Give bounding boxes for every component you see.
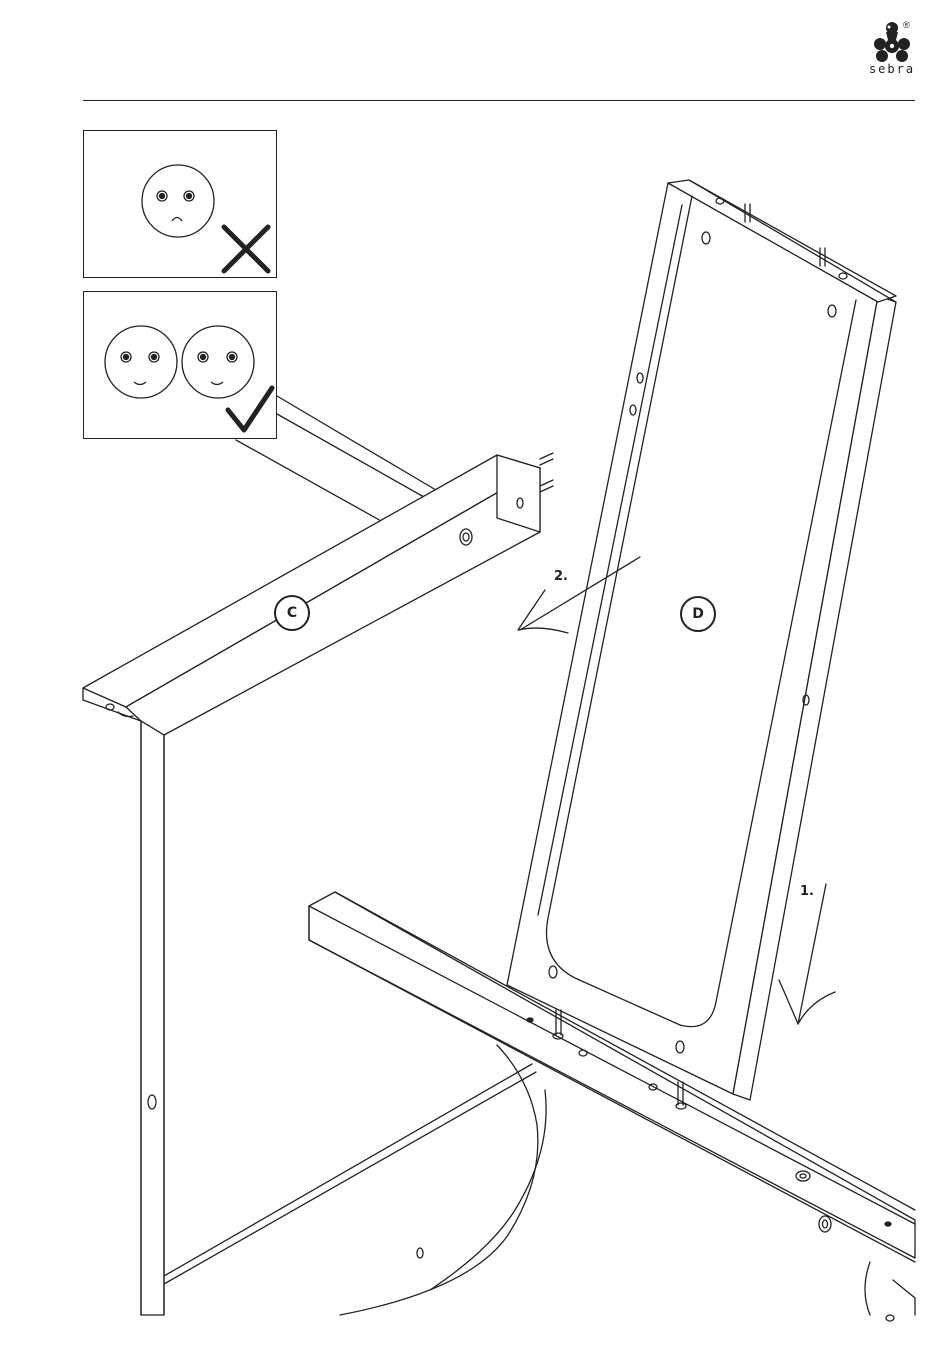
hint-panel-wrong — [83, 130, 277, 278]
x-mark-icon — [220, 223, 272, 275]
left-post — [141, 721, 164, 1315]
part-d-callout: D — [680, 596, 716, 632]
step-1-label: 1. — [800, 884, 814, 899]
arrow-step-1 — [779, 884, 835, 1024]
base-board — [164, 1045, 546, 1315]
panel-d — [507, 180, 896, 1109]
step-2-label: 2. — [554, 569, 568, 584]
part-c-callout: C — [274, 595, 310, 631]
check-mark-icon — [224, 384, 276, 436]
hint-panel-correct — [83, 291, 277, 439]
rail-c — [83, 453, 553, 735]
